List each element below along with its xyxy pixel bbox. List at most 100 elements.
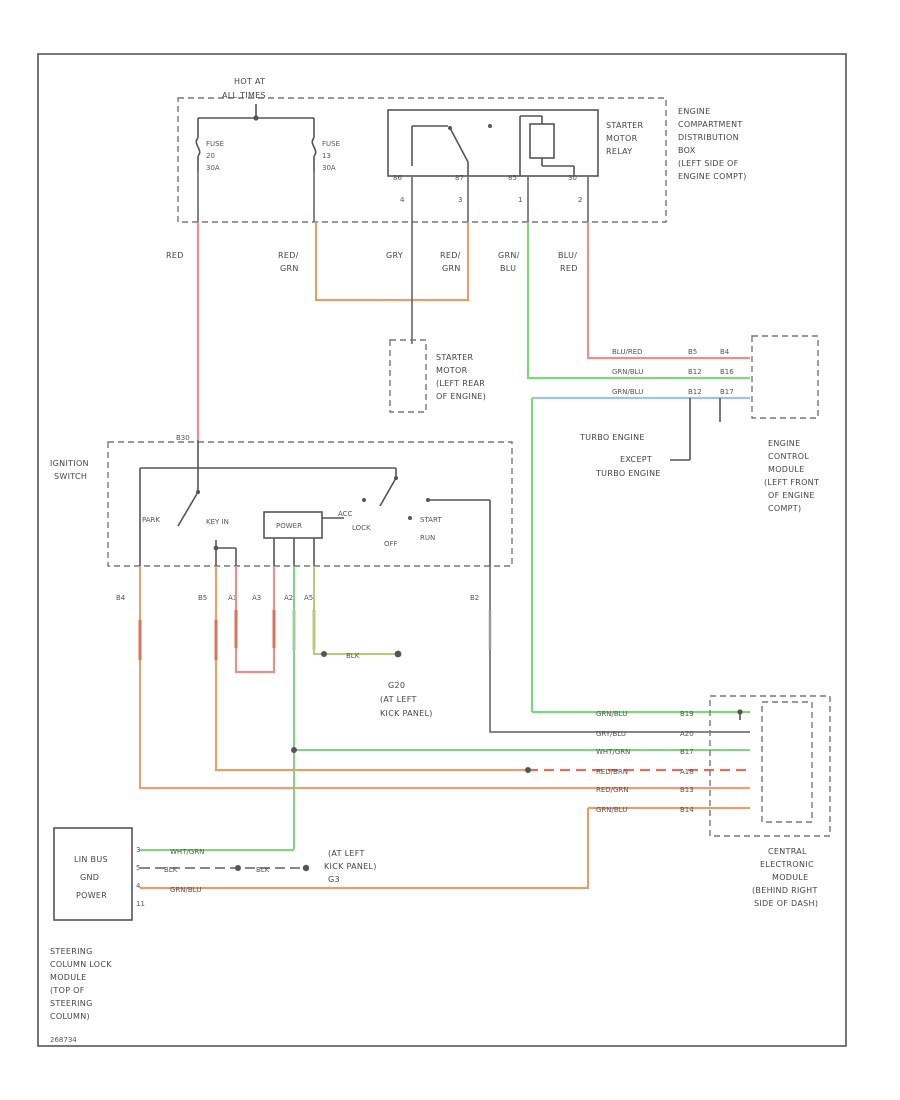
sclm-wire-label-2b: BLK [256, 866, 270, 874]
wire-label-redgrn-a2: GRN [280, 264, 299, 273]
starter-relay-label: STARTER MOTOR RELAY [606, 121, 644, 156]
ign-off-label: OFF [384, 540, 398, 548]
sclm-wire-label-3: GRN/BLU [170, 886, 201, 894]
sclm-pin-2: 5 [136, 864, 140, 872]
relay-pincode-4: 30 [568, 174, 577, 182]
engine-compartment-distribution-box [177, 97, 667, 223]
sclm-label-line5: STEERING [50, 999, 93, 1008]
ign-pin-a2: A2 [284, 594, 293, 602]
ecm-pinb-3: B17 [720, 388, 734, 396]
ignition-switch-label-1: IGNITION [50, 459, 89, 468]
relay-pincode-3: 85 [508, 174, 517, 182]
starter-motor-label-4: OF ENGINE) [436, 392, 486, 401]
sclm-label-line1: STEERING [50, 947, 93, 956]
cem-wire-label-2: GRY/BLU [596, 730, 626, 738]
ignition-pin-top: B30 [176, 434, 190, 442]
ecdb-label-line1: ENGINE [678, 107, 710, 116]
wire-label-grnblu-2: BLU [500, 264, 516, 273]
ecm-pin-3: B12 [688, 388, 702, 396]
ign-pin-b4: B4 [116, 594, 126, 602]
cem-wire-label-1: GRN/BLU [596, 710, 627, 718]
ign-pin-a3: A3 [252, 594, 261, 602]
ground-wire-label: BLK [346, 652, 360, 660]
fuse-a-line3: 30A [206, 164, 220, 172]
ign-start-label: START [420, 516, 442, 524]
sclm-label-line3: MODULE [50, 973, 87, 982]
fuse-b-line2: 13 [322, 152, 331, 160]
sclm-wire-label-1: WHT/GRN [170, 848, 204, 856]
relay-pin-3: 3 [458, 196, 462, 204]
starter-motor [389, 339, 427, 413]
sclm-row-2: GND [80, 873, 99, 882]
ecm-label-line2: CONTROL [768, 452, 809, 461]
ignition-switch [107, 441, 513, 567]
ecdb-label-line5: (LEFT SIDE OF [678, 159, 739, 168]
starter-motor-label-2: MOTOR [436, 366, 468, 375]
wire-wht-grn [293, 566, 750, 751]
ign-pin-a1: A1 [228, 594, 237, 602]
ecm-label: ENGINE CONTROL MODULE (LEFT FRONT OF ENG… [764, 439, 819, 513]
fuse-a-line2: 20 [206, 152, 215, 160]
ecm-pinb-1: B4 [720, 348, 730, 356]
wire-label-grnblu-1: GRN/ [498, 251, 520, 260]
fuse-b-line1: FUSE [322, 140, 340, 148]
cem-wire-label-4: RED/BRN [596, 768, 628, 776]
fuse-a-line1: FUSE [206, 140, 224, 148]
wire-label-blured-2: RED [560, 264, 578, 273]
ignition-power-block [263, 511, 323, 539]
wire-label-redgrn-a1: RED/ [278, 251, 299, 260]
wire-label-redgrn-b2: GRN [442, 264, 461, 273]
ign-keyin-label: KEY IN [206, 518, 229, 526]
wire-red-brn-b5 [214, 566, 528, 772]
wire-blu-red-ecm [586, 222, 750, 360]
wire-gry-blu-b2 [489, 566, 750, 733]
relay-pincode-1: 86 [393, 174, 402, 182]
ign-pin-a5: A5 [304, 594, 313, 602]
ecm-label-line6: COMPT) [768, 504, 801, 513]
relay-pin-1: 1 [518, 196, 522, 204]
wire-label-gry: GRY [386, 251, 403, 260]
ecm-label-line1: ENGINE [768, 439, 800, 448]
cem-pin-4: A18 [680, 768, 694, 776]
diagram-frame [37, 53, 847, 1047]
except-turbo-label-2: TURBO ENGINE [595, 469, 661, 478]
ignition-switch-label-2: SWITCH [54, 472, 87, 481]
fuse-b-line3: 30A [322, 164, 336, 172]
wire-label-blured-1: BLU/ [558, 251, 577, 260]
sclm-label: STEERING COLUMN LOCK MODULE (TOP OF STEE… [50, 947, 112, 1021]
wire-label-redgrn-b1: RED/ [440, 251, 461, 260]
engine-control-module [751, 335, 819, 419]
ground2-label-1: (AT LEFT [328, 849, 365, 858]
ign-park-label: PARK [142, 516, 160, 524]
cem-pin-5: B13 [680, 786, 694, 794]
ecdb-label-line2: COMPARTMENT [678, 120, 743, 129]
cem-wire-label-6: GRN/BLU [596, 806, 627, 814]
ecm-wire-label-1: BLU/RED [612, 348, 643, 356]
steering-column-lock-module [53, 827, 133, 921]
cem-label-line1: CENTRAL [768, 847, 807, 856]
sclm-label-line6: COLUMN) [50, 1012, 90, 1021]
central-electronic-module [709, 695, 831, 837]
ign-pin-b2: B2 [470, 594, 479, 602]
ign-lock-label: LOCK [352, 524, 371, 532]
ecm-label-line3: MODULE [768, 465, 805, 474]
starter-relay-label-line1: STARTER [606, 121, 644, 130]
cem-pin-1: B19 [680, 710, 694, 718]
ground1-label-3: KICK PANEL) [380, 709, 433, 718]
sclm-row-1: LIN BUS [74, 855, 108, 864]
ground1-label-1: G20 [388, 681, 405, 690]
cem-wire-label-5: RED/GRN [596, 786, 629, 794]
relay-pin-4: 4 [400, 196, 405, 204]
ign-power-label: POWER [276, 522, 302, 530]
cem-label-line3: MODULE [772, 873, 809, 882]
ecm-label-line5: OF ENGINE [768, 491, 815, 500]
ecdb-label-line6: ENGINE COMPT) [678, 172, 747, 181]
wire-red-grn-loop [314, 222, 470, 302]
cem-pin-2: A20 [680, 730, 694, 738]
sclm-row-3: POWER [76, 891, 107, 900]
sclm-label-line4: (TOP OF [50, 986, 85, 995]
wire-grn-blu-ecm [526, 222, 750, 380]
cem-label-line4: (BEHIND RIGHT [752, 886, 818, 895]
sclm-pin-3: 4 [136, 882, 141, 890]
